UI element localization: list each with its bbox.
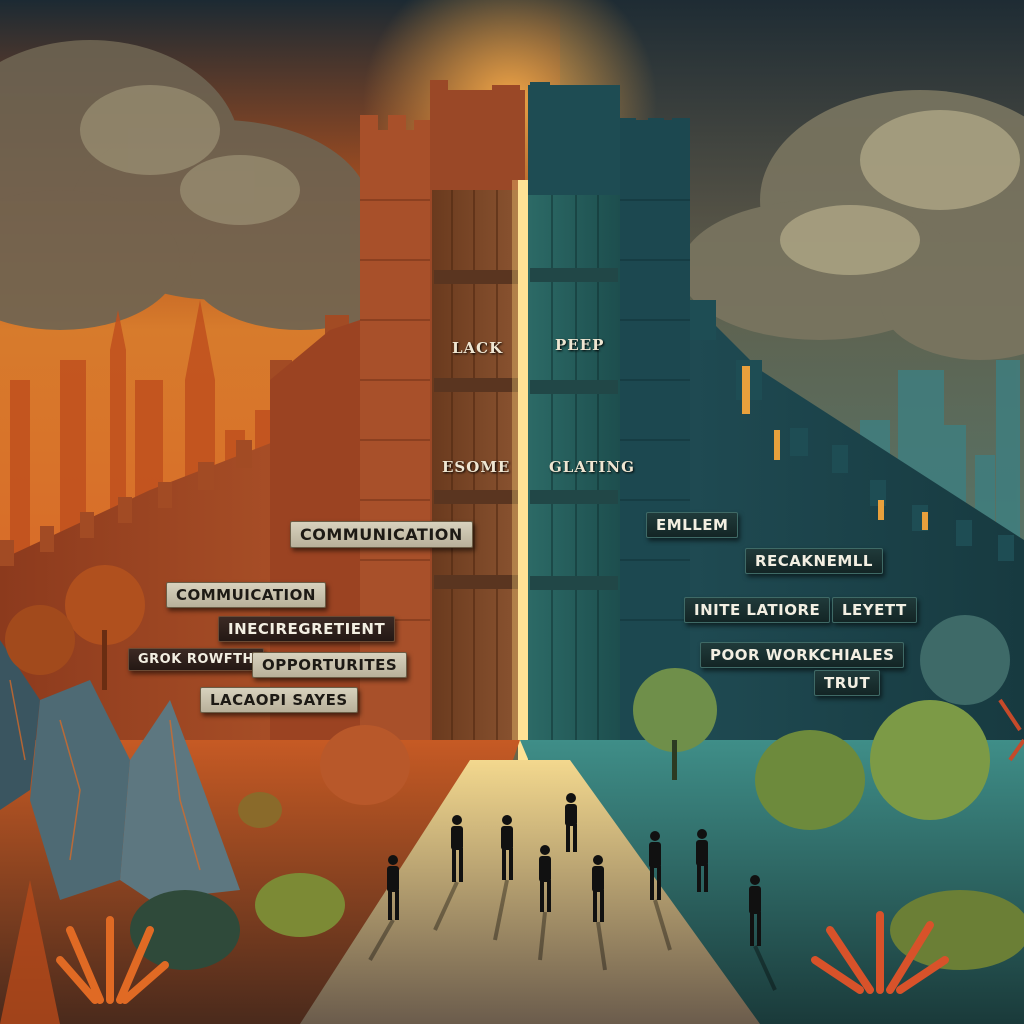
person-2 — [451, 815, 463, 882]
right-bushes — [633, 615, 1024, 970]
person-6 — [592, 855, 604, 922]
person-3 — [501, 815, 513, 880]
sign: GROK ROWFTH — [128, 648, 264, 671]
person-1 — [387, 855, 399, 920]
person-9 — [749, 875, 761, 946]
left-bushes — [5, 565, 410, 970]
sign: LACAOPI SAYES — [200, 687, 358, 713]
right-plants — [811, 698, 1024, 994]
sign: EMLLEM — [646, 512, 739, 538]
gap-light — [518, 180, 528, 760]
sign: INITE LATIORE — [684, 597, 831, 623]
sign: COMMUICATION — [166, 582, 326, 608]
sign: LEYETT — [832, 597, 917, 623]
right-door-word: GLATING — [549, 458, 635, 476]
left-door-word: LACK — [452, 339, 504, 357]
sign: TRUT — [814, 670, 881, 696]
lit-path — [300, 760, 760, 1024]
left-door-word: ESOME — [442, 458, 511, 476]
sign: OPPORTURITES — [252, 652, 408, 678]
sign: RECAKNEMLL — [745, 548, 883, 574]
sign: COMMUNICATION — [290, 521, 473, 548]
right-door-word: PEEP — [555, 336, 605, 354]
left-plants — [0, 880, 169, 1024]
people — [387, 793, 761, 946]
person-5 — [539, 845, 551, 912]
left-rocks — [0, 640, 240, 900]
person-8 — [696, 829, 708, 892]
person-4 — [565, 793, 577, 852]
person-7 — [649, 831, 661, 900]
sign: POOR WORKCHIALES — [700, 642, 905, 668]
right-wall — [528, 82, 1024, 740]
sign: INECIREGRETIENT — [218, 616, 396, 642]
